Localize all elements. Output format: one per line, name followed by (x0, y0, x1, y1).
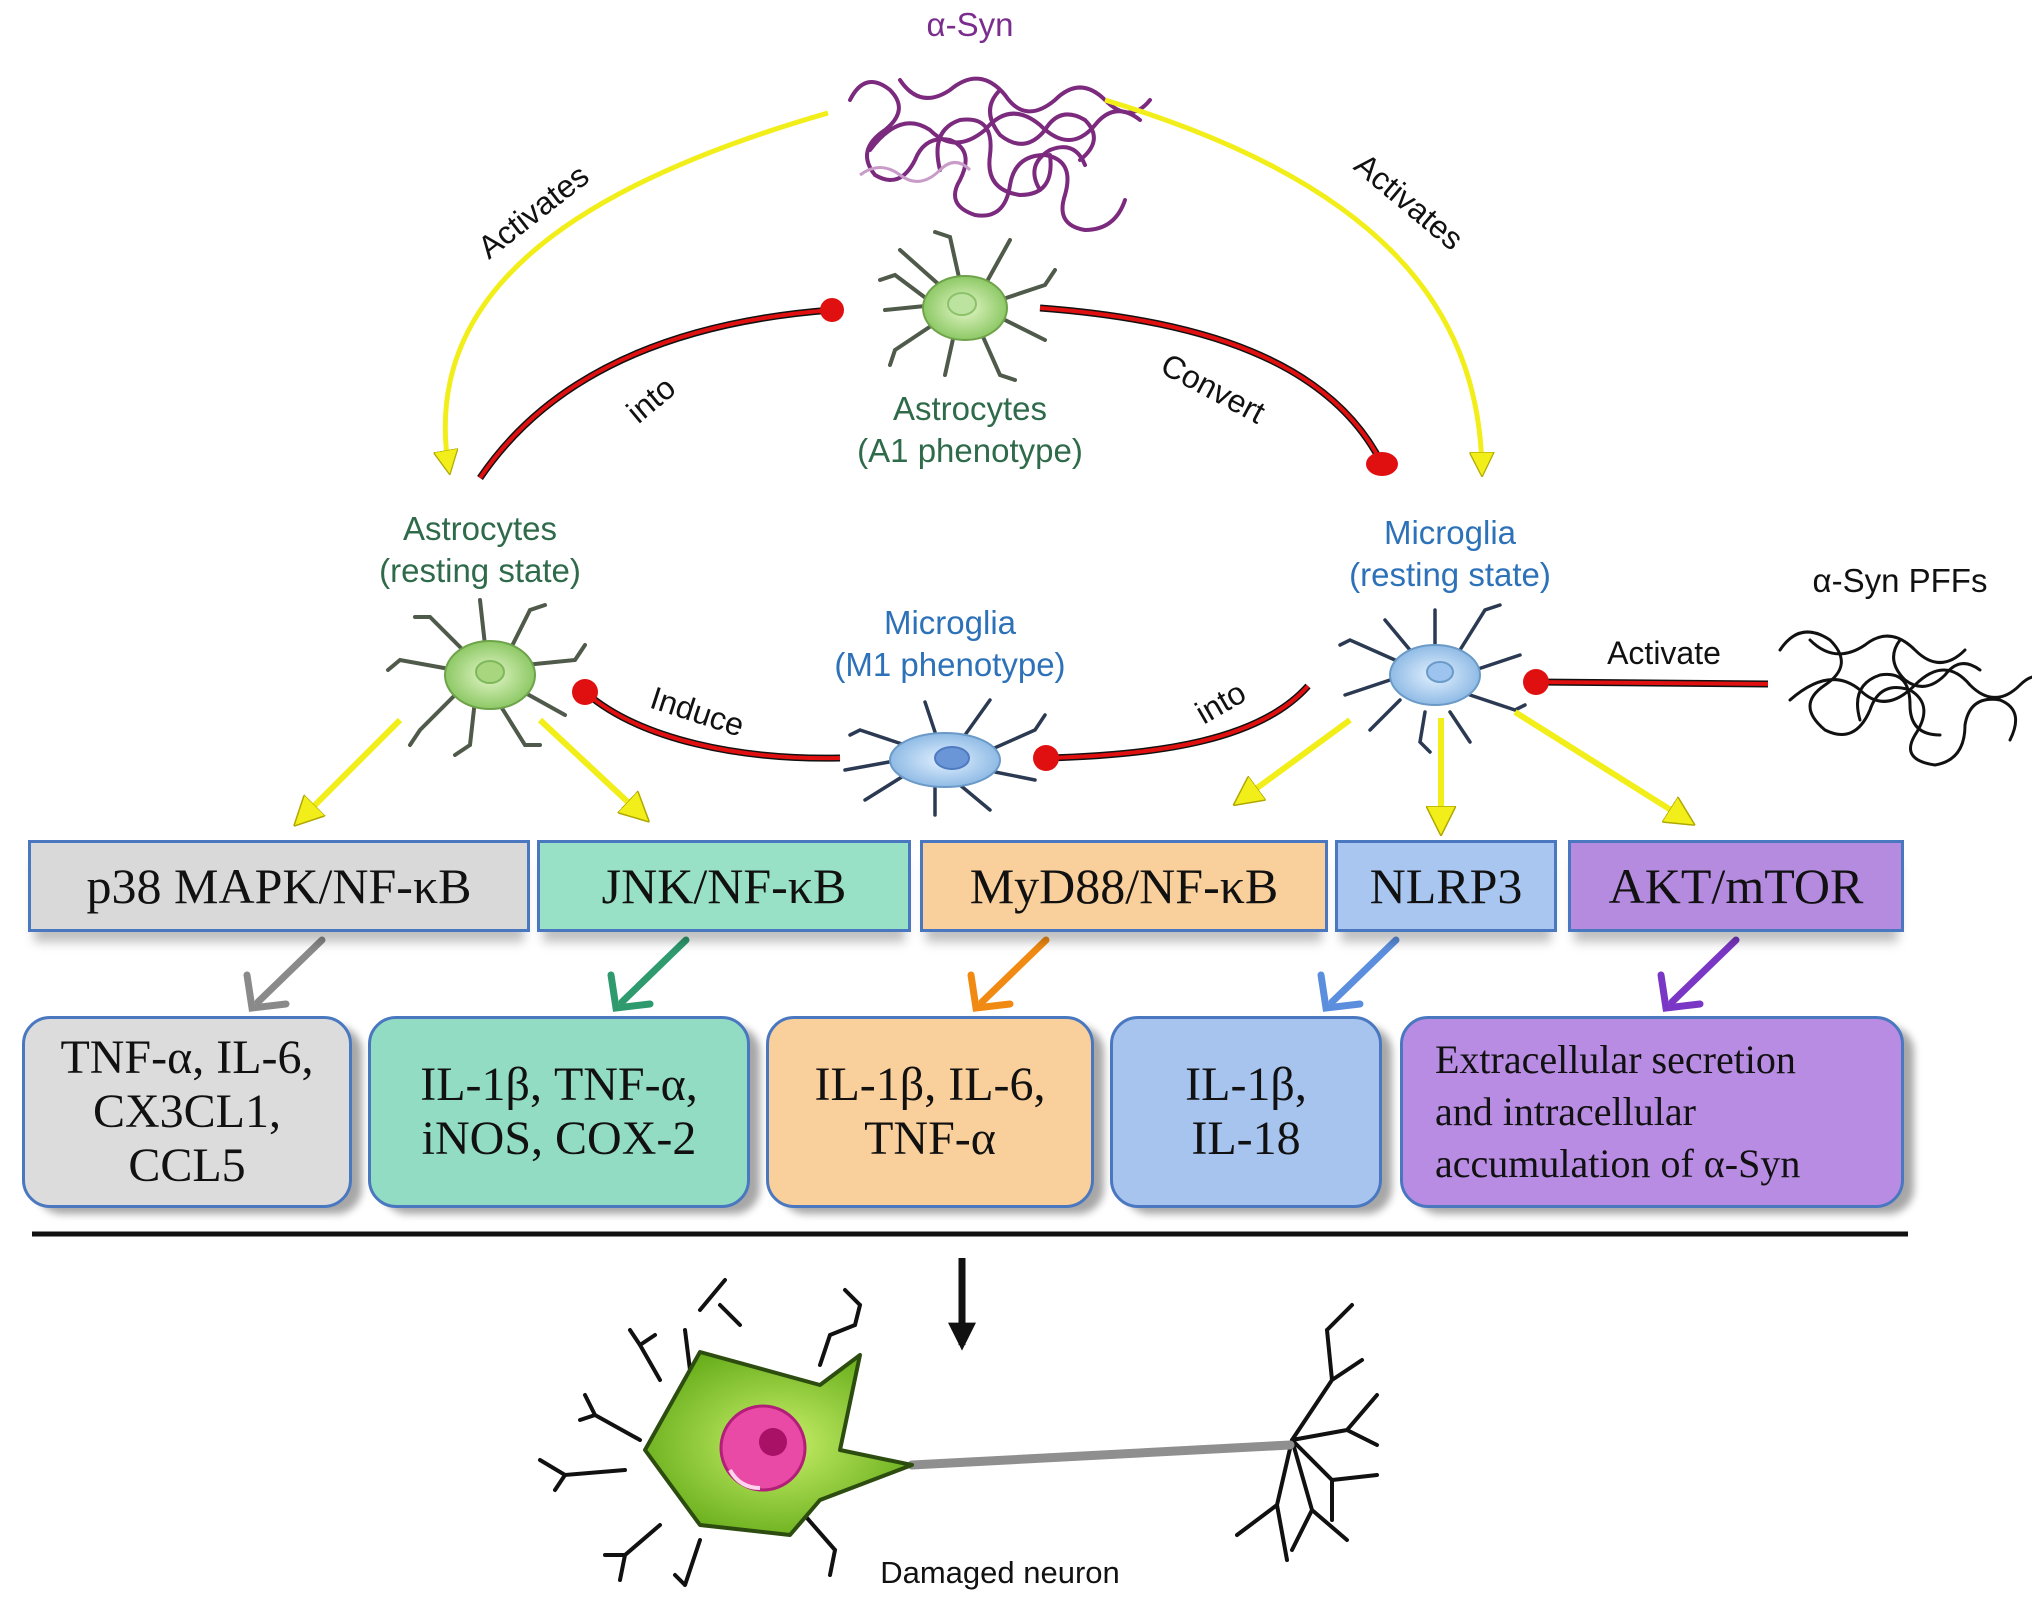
arrow-myd88-to-outcome (967, 936, 1050, 1012)
asyn-tangle-tail (859, 161, 972, 183)
arrow-jnk-to-outcome (607, 936, 690, 1012)
asyn-tangle-image (848, 76, 1152, 233)
outcome-text: IL-1β, IL-18 (1185, 1058, 1307, 1165)
arrow-akt-to-outcome (1657, 936, 1740, 1012)
arrow-nlrp3-to-outcome (1317, 936, 1400, 1012)
outcome-box-jnk: IL-1β, TNF-α, iNOS, COX-2 (368, 1016, 750, 1208)
astro-rest-label-line2: (resting state) (379, 552, 581, 589)
pathway-label: p38 MAPK/NF-κB (86, 858, 472, 914)
asyn-pffs-tangle-image (1778, 630, 2032, 767)
arrow-micro-to-myd88 (1238, 717, 1352, 802)
outcome-text: Extracellular secretion and intracellula… (1435, 1037, 1801, 1186)
astro-rest-label-line1: Astrocytes (402, 510, 558, 547)
pathway-box-myd88: MyD88/NF-κB (920, 840, 1328, 932)
outcome-text: IL-1β, TNF-α, iNOS, COX-2 (420, 1058, 698, 1165)
into-top-label: into (620, 369, 683, 430)
convert-label: Convert (1155, 346, 1271, 430)
pathway-box-akt: AKT/mTOR (1568, 840, 1904, 932)
pathway-box-p38: p38 MAPK/NF-κB (28, 840, 530, 932)
astrocyte-a1-cell-image (878, 230, 1057, 382)
outcome-box-p38: TNF-α, IL-6, CX3CL1, CCL5 (22, 1016, 352, 1208)
into-top-connector (477, 298, 844, 480)
arrow-micro-to-akt (1513, 709, 1690, 822)
outcome-text: TNF-α, IL-6, CX3CL1, CCL5 (60, 1031, 314, 1192)
activates-left-arrow (445, 110, 829, 470)
outcome-box-myd88: IL-1β, IL-6, TNF-α (766, 1016, 1094, 1208)
micro-rest-label-line1: Microglia (1383, 514, 1517, 551)
asyn-pffs-label: α-Syn PFFs (1812, 562, 1988, 599)
outcome-box-akt: Extracellular secretion and intracellula… (1400, 1016, 1904, 1208)
microglia-m1-cell-image (843, 698, 1047, 817)
convert-connector (1039, 304, 1398, 476)
damaged-neuron-image (538, 1278, 1379, 1587)
into-bottom-label: into (1189, 674, 1252, 731)
micro-m1-label-line2: (M1 phenotype) (834, 646, 1066, 683)
pathway-label: AKT/mTOR (1608, 858, 1864, 914)
activates-right-label: Activates (1348, 146, 1471, 257)
activate-pffs-connector (1523, 669, 1769, 695)
arrow-astro-to-p38 (298, 717, 403, 822)
micro-m1-label-line1: Microglia (883, 604, 1017, 641)
astro-a1-label-line2: (A1 phenotype) (857, 432, 1083, 469)
pathway-box-nlrp3: NLRP3 (1335, 840, 1557, 932)
arrow-p38-to-outcome (243, 936, 326, 1012)
arrow-astro-to-jnk (537, 717, 645, 818)
into-bottom-connector (1033, 683, 1311, 771)
pathway-label: JNK/NF-κB (601, 858, 847, 914)
activates-right-arrow (1104, 97, 1482, 472)
activate-pffs-label: Activate (1607, 635, 1721, 671)
microglia-resting-cell-image (1338, 603, 1527, 754)
induce-connector (572, 679, 841, 762)
damaged-neuron-label: Damaged neuron (880, 1555, 1120, 1590)
micro-rest-label-line2: (resting state) (1349, 556, 1551, 593)
pathway-label: MyD88/NF-κB (969, 858, 1279, 914)
asyn-label: α-Syn (926, 6, 1014, 43)
outcome-box-nlrp3: IL-1β, IL-18 (1110, 1016, 1382, 1208)
astrocyte-resting-cell-image (386, 598, 587, 757)
pathway-box-jnk: JNK/NF-κB (537, 840, 911, 932)
outcome-text: IL-1β, IL-6, TNF-α (814, 1058, 1046, 1165)
astro-a1-label-line1: Astrocytes (892, 390, 1048, 427)
pathway-label: NLRP3 (1369, 858, 1523, 914)
